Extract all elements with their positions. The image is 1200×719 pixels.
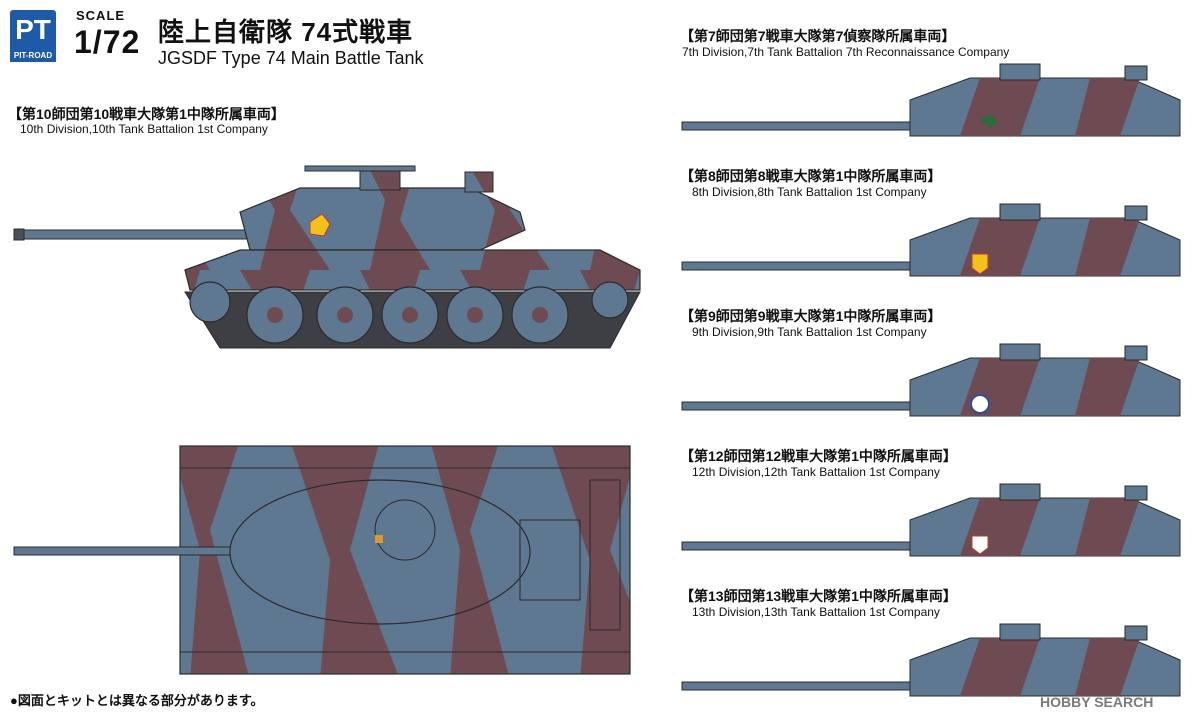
title-english: JGSDF Type 74 Main Battle Tank [158,48,424,68]
variant-1-label-jp: 【第7師団第7戦車大隊第7偵察隊所属車両】 [680,28,956,44]
main-variant-label-en: 10th Division,10th Tank Battalion 1st Co… [20,122,268,136]
variant-2-label-jp: 【第8師団第8戦車大隊第1中隊所属車両】 [680,168,942,184]
variant-4-label-jp: 【第12師団第12戦車大隊第1中隊所属車両】 [680,448,957,464]
variant-2-label-en: 8th Division,8th Tank Battalion 1st Comp… [692,185,927,199]
logo-glyph: PT [15,14,51,45]
scale-word: SCALE [76,8,126,23]
variant-2-tank [681,203,1181,277]
variant-3-label-jp: 【第9師団第9戦車大隊第1中隊所属車両】 [680,308,942,324]
pit-road-logo [10,10,56,56]
variant-5-label-en: 13th Division,13th Tank Battalion 1st Co… [692,605,940,619]
variant-4-tank [681,483,1181,557]
variant-3-tank [681,343,1181,417]
watermark: HOBBY SEARCH [1040,694,1154,710]
variant-1-label-en: 7th Division,7th Tank Battalion 7th Reco… [682,45,1010,59]
variant-3-label-en: 9th Division,9th Tank Battalion 1st Comp… [692,325,927,339]
variant-5-label-jp: 【第13師団第13戦車大隊第1中隊所属車両】 [680,588,957,604]
variant-1-tank [681,63,1181,137]
tank-top-view [13,445,631,675]
variant-4-label-en: 12th Division,12th Tank Battalion 1st Co… [692,465,940,479]
scale-value: 1/72 [74,24,141,60]
tank-side-view [13,165,641,349]
logo-text: PIT-ROAD [10,50,56,62]
title-japanese: 陸上自衛隊 74式戦車 [158,17,414,47]
main-variant-label-jp: 【第10師団第10戦車大隊第1中隊所属車両】 [8,106,285,122]
variant-5-tank [681,623,1181,697]
disclaimer-note: ●図面とキットとは異なる部分があります。 [10,693,264,708]
